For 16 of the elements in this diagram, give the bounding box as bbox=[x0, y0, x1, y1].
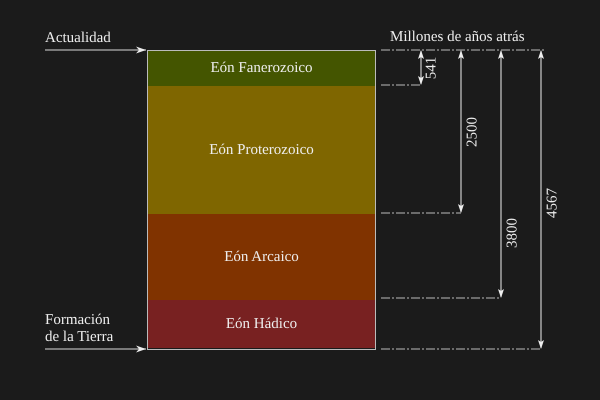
dimension-value: 541 bbox=[424, 56, 440, 80]
eon-band bbox=[148, 300, 375, 348]
eon-name: Eón Fanerozoico bbox=[210, 60, 313, 77]
eon-band bbox=[148, 51, 375, 86]
eon-band bbox=[148, 214, 375, 300]
eon-name: Eón Proterozoico bbox=[209, 142, 314, 158]
arrow bbox=[45, 46, 146, 54]
timeline-column bbox=[147, 50, 376, 350]
eon-name: Eón Hádico bbox=[226, 316, 298, 332]
dimension-value: 4567 bbox=[544, 188, 562, 218]
dimension-value: 2500 bbox=[464, 117, 482, 147]
eon-name: Eón Arcaico bbox=[224, 248, 299, 266]
dimension-value: 3800 bbox=[504, 218, 522, 248]
scale-heading: Millones de años atrás bbox=[390, 29, 525, 46]
eon-band bbox=[148, 86, 375, 214]
arrow bbox=[45, 346, 146, 352]
